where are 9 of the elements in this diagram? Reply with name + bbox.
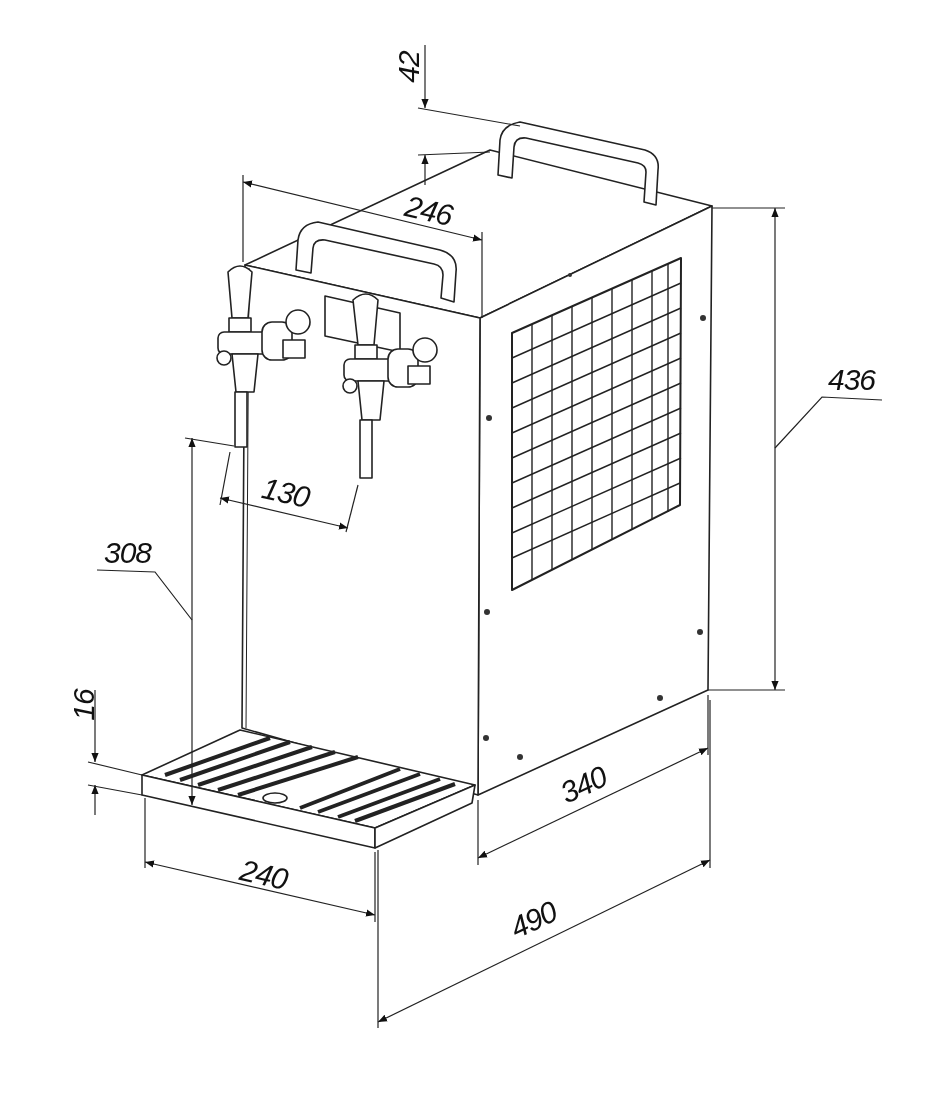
- dimension-label: 308: [104, 538, 152, 568]
- dimension-label: 16: [68, 689, 99, 721]
- dimension-label: 246: [402, 191, 455, 231]
- dimension-label: 436: [828, 365, 876, 395]
- dimension-label: 42: [393, 51, 424, 83]
- dimension-label: 490: [505, 896, 562, 944]
- dimension-label: 340: [555, 761, 612, 809]
- dimension-label: 240: [237, 855, 290, 895]
- dimension-label: 130: [259, 473, 312, 513]
